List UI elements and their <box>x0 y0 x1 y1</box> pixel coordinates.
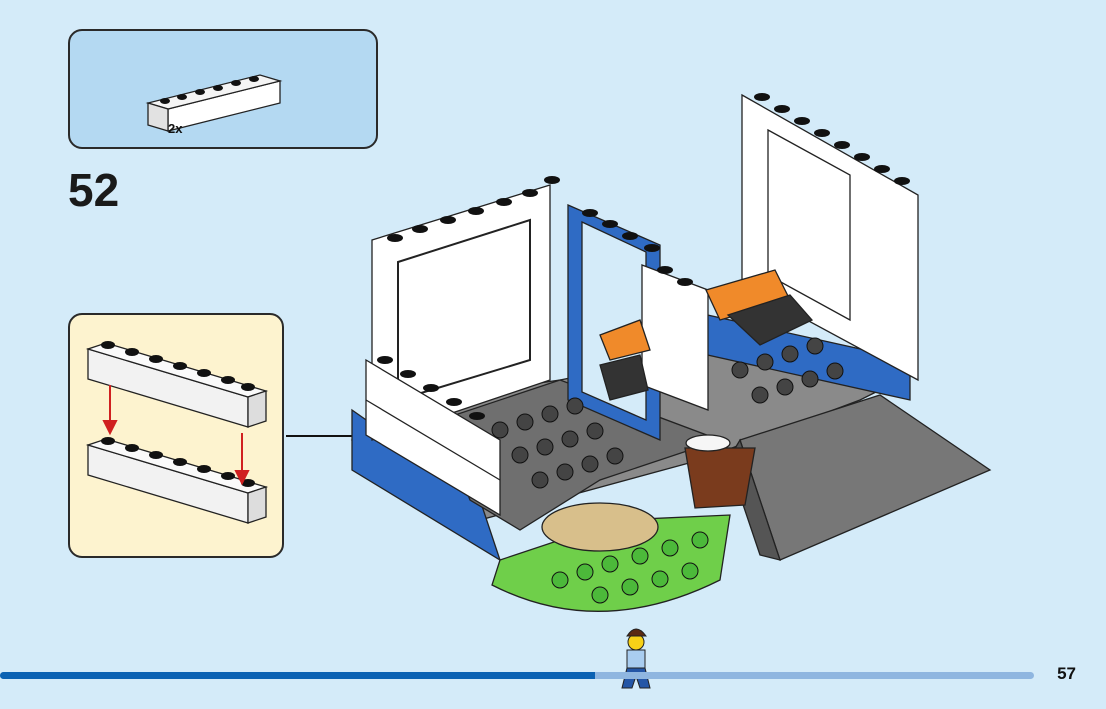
brick-stacking-diagram <box>85 341 269 524</box>
page-number: 57 <box>1057 664 1076 683</box>
minifigure-icon <box>621 628 651 689</box>
parts-callout: 2x <box>68 29 378 149</box>
subassembly-callout <box>68 313 284 558</box>
step-number: 52 <box>68 164 120 216</box>
white-brick-1x6-icon <box>145 74 283 132</box>
progress-fill <box>0 672 595 679</box>
part-quantity: 2x <box>168 121 183 136</box>
